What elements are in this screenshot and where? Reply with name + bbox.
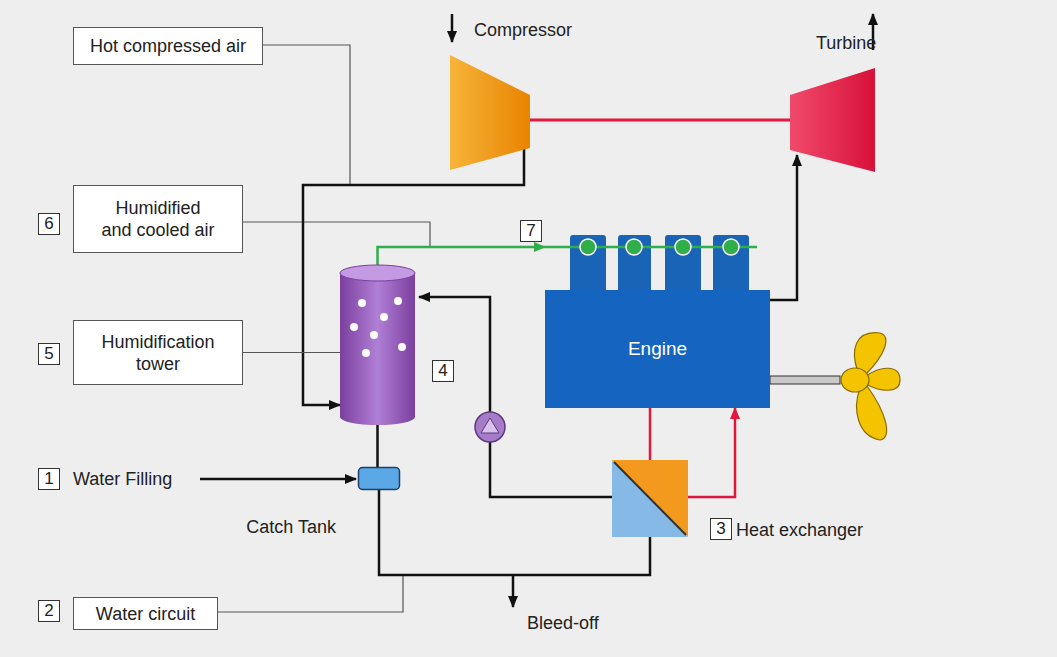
connector [770, 155, 797, 300]
compressor-shape [450, 55, 530, 170]
propeller-shaft [770, 376, 840, 384]
compressor: Compressor [450, 55, 530, 170]
hx-cold-side [612, 460, 688, 537]
node-text: 4 [432, 360, 454, 382]
propeller [841, 333, 900, 440]
callout-number: 3 [710, 518, 732, 540]
node-text: Catch Tank [246, 516, 336, 538]
cylinder-head [713, 235, 749, 295]
engine: Engine [545, 232, 770, 408]
node-text: Engine [545, 338, 770, 360]
turbine-shape [790, 68, 875, 172]
hx-hot-side [612, 460, 688, 537]
label-box: Humidified and cooled air [73, 185, 243, 253]
node-text: Turbine [816, 32, 876, 54]
tower-outline [340, 265, 415, 425]
connector [243, 352, 340, 353]
connector [376, 425, 379, 467]
node-text: Heat exchanger [736, 519, 863, 541]
connector [530, 119, 790, 122]
node-text: Hot compressed air [90, 35, 246, 57]
engine-outline [545, 232, 770, 408]
catch-tank: Catch Tank [358, 467, 400, 490]
callout-number: 5 [38, 343, 60, 365]
callout-number: 2 [38, 600, 60, 622]
humidification-tower: 4 [340, 265, 415, 425]
bleed-off-arrow [512, 575, 515, 607]
engine-block [545, 290, 770, 408]
pump-triangle [481, 418, 499, 433]
node-text: Water circuit [96, 603, 195, 625]
tank-outline [358, 467, 400, 490]
connector [379, 490, 650, 575]
bubbles [350, 297, 406, 357]
leader-line [218, 576, 403, 612]
pump-symbol [475, 412, 505, 442]
tower-body [340, 273, 415, 425]
connector [649, 408, 652, 460]
air-intake-arrow [451, 14, 454, 42]
hx-divider [614, 462, 686, 535]
node-text: Compressor [474, 19, 572, 41]
cylinder-head [665, 235, 701, 295]
water-filling-arrow [200, 478, 356, 481]
callout-number: 6 [38, 213, 60, 235]
hx-outline [612, 460, 688, 537]
leader-line [263, 45, 350, 185]
node-text: Humidification tower [93, 331, 223, 375]
intake-valves [580, 239, 739, 255]
text-label: Water Filling [73, 468, 172, 490]
label-box: Hot compressed air [73, 27, 263, 65]
leader-line [243, 222, 430, 246]
cylinder-head [618, 235, 651, 295]
compressor-outline [450, 55, 530, 170]
tower-top [340, 265, 415, 281]
cylinder-head [570, 235, 606, 295]
text-label: Bleed-off [527, 612, 599, 634]
label-box: Water circuit [73, 597, 218, 630]
callout-number: 1 [38, 468, 60, 490]
connector [378, 247, 546, 265]
catch-tank-shape [359, 468, 400, 490]
heat-exchanger: Heat exchanger [612, 460, 688, 537]
turbine: Turbine [790, 68, 875, 172]
callout-number: 7 [520, 220, 542, 242]
connector [688, 408, 735, 497]
turbine-outline [790, 68, 875, 172]
node-text: Humidified and cooled air [100, 197, 217, 241]
label-box: Humidification tower [73, 320, 243, 385]
